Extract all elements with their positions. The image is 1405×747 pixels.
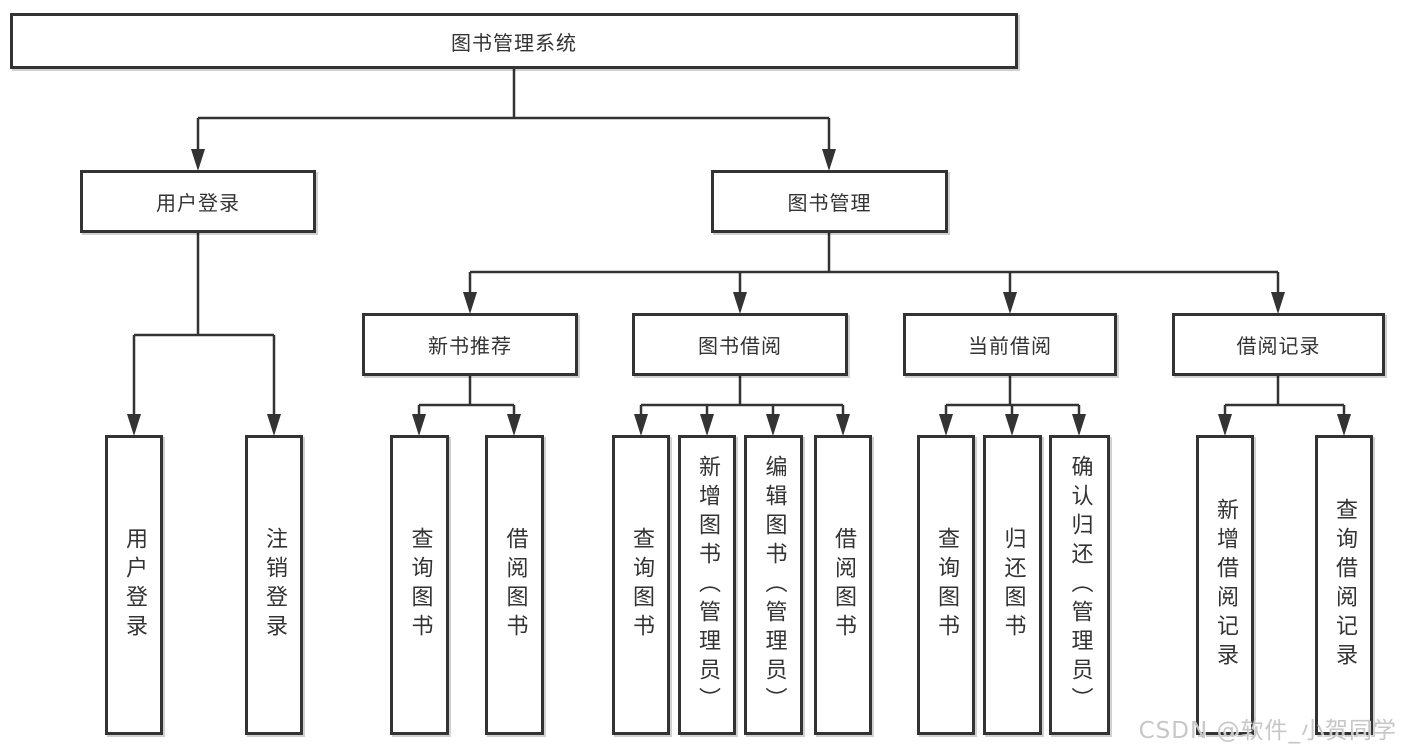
leaf-borrow-books-borrowing: 借阅图书 [814,435,872,735]
node-new-book-recommend: 新书推荐 [362,313,578,376]
leaf-return-books: 归还图书 [983,435,1042,735]
leaf-borrow-books-recommend: 借阅图书 [485,435,544,735]
leaf-return-books-label: 归还图书 [1000,527,1026,643]
leaf-logout: 注销登录 [245,435,303,735]
leaf-borrow-books-borrowing-label: 借阅图书 [831,527,856,643]
node-user-login: 用户登录 [80,170,316,233]
leaf-edit-books-admin: 编辑图书（管理员） [744,435,803,735]
watermark: CSDN @软件_小贺同学 [1138,718,1397,744]
leaf-query-books-recommend: 查询图书 [390,435,449,735]
node-book-management: 图书管理 [711,170,948,233]
leaf-add-borrow-record: 新增借阅记录 [1196,435,1254,735]
leaf-user-login: 用户登录 [105,435,163,735]
node-new-book-recommend-label: 新书推荐 [428,334,512,358]
leaf-confirm-return-admin: 确认归还（管理员） [1049,435,1110,735]
leaf-add-books-admin-label: 新增图书（管理员） [695,454,720,716]
leaf-query-books-borrowing: 查询图书 [612,435,670,735]
leaf-confirm-return-admin-label: 确认归还（管理员） [1067,454,1093,716]
node-borrow-records: 借阅记录 [1172,313,1385,376]
node-current-borrowing: 当前借阅 [903,313,1117,376]
node-current-borrowing-label: 当前借阅 [968,334,1052,358]
leaf-query-books-current: 查询图书 [917,435,975,735]
node-root: 图书管理系统 [10,13,1018,69]
leaf-add-books-admin: 新增图书（管理员） [678,435,736,735]
leaf-edit-books-admin-label: 编辑图书（管理员） [761,454,787,716]
arrowheads [127,149,1351,436]
node-borrow-records-label: 借阅记录 [1236,334,1321,358]
leaf-add-borrow-record-label: 新增借阅记录 [1213,498,1238,672]
node-book-borrowing: 图书借阅 [632,313,848,376]
node-book-borrowing-label: 图书借阅 [698,334,782,358]
leaf-user-login-label: 用户登录 [122,527,147,643]
leaf-logout-label: 注销登录 [262,527,287,643]
leaf-borrow-books-recommend-label: 借阅图书 [502,527,528,643]
node-book-management-label: 图书管理 [787,191,872,215]
leaf-query-books-borrowing-label: 查询图书 [629,527,654,643]
node-root-label: 图书管理系统 [451,30,577,55]
leaf-query-borrow-record-label: 查询借阅记录 [1332,498,1357,672]
node-user-login-label: 用户登录 [156,191,240,215]
leaf-query-books-recommend-label: 查询图书 [407,527,433,643]
leaf-query-books-current-label: 查询图书 [934,527,959,643]
leaf-query-borrow-record: 查询借阅记录 [1315,435,1373,735]
